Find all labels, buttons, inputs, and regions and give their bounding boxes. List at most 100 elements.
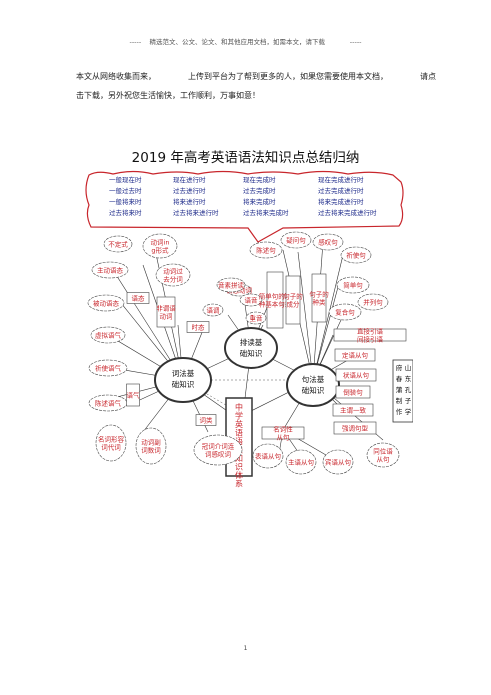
tense-banner-cloud xyxy=(85,170,404,243)
tense-cell-r1-c0: 一般过去时 xyxy=(109,186,142,195)
node-imperative-sentence-bubble xyxy=(340,246,372,264)
node-subject-clause-line0: 主语从句 xyxy=(288,458,314,467)
credit-char-5: 府 xyxy=(396,363,403,372)
node-noun-adj-pron-line1: 词代词 xyxy=(101,443,121,452)
node-tense-line0: 时态 xyxy=(192,323,206,332)
node-sentence-types-frame xyxy=(311,273,327,323)
intro-paragraph: 本文从网络收集而来， 上传到平台为了帮到更多的人，如果您需要使用本文档， 请点 … xyxy=(76,67,436,105)
hub-ju-fa-line2: 础知识 xyxy=(302,385,325,395)
node-nonfinite-frame xyxy=(156,296,176,328)
node-imperative-bubble xyxy=(88,359,128,377)
node-attributive-clause-line0: 定语从句 xyxy=(342,351,368,360)
node-five-patterns-line0: 简单句的五 xyxy=(259,292,292,301)
node-emphasis-frame xyxy=(333,421,377,435)
node-direct-indirect-line1: 间接引语 xyxy=(357,335,384,344)
tense-cell-r3-c1: 过去将来进行时 xyxy=(173,208,219,217)
node-complex-sentence-line0: 复合句 xyxy=(335,308,355,317)
tense-cell-r3-c3: 过去将来完成进行时 xyxy=(318,208,377,217)
node-exclamatory-line0: 感叹句 xyxy=(318,238,338,247)
credit-char-0: 山 xyxy=(405,363,412,372)
node-attributive-clause-frame xyxy=(334,348,376,362)
node-subjunctive-line0: 虚拟语气 xyxy=(95,331,122,340)
tense-cell-r2-c0: 一般将来时 xyxy=(109,197,142,206)
tense-cell-r1-c3: 过去完成进行时 xyxy=(318,186,364,195)
node-appositive-clause-line0: 同位语 xyxy=(373,447,393,456)
center-char-2: 英 xyxy=(235,419,243,429)
node-imperative-sentence-line0: 祈使句 xyxy=(346,251,366,260)
credit-char-7: 蒲 xyxy=(396,385,403,394)
node-ing-form-line1: g形式 xyxy=(151,246,169,255)
node-sentence-elements-line1: 成分 xyxy=(287,300,301,309)
node-phonics-line0: 音素拼读 xyxy=(218,281,245,290)
node-simple-sentence-line0: 简单句 xyxy=(343,281,363,290)
node-noun-adj-pron-bubble xyxy=(95,424,127,462)
node-sentence-types-line0: 句子的 xyxy=(309,290,329,299)
credit-char-4: 学 xyxy=(405,407,412,416)
tense-cell-r0-c1: 现在进行时 xyxy=(173,175,206,184)
node-agreement-line0: 主谓一致 xyxy=(340,406,367,415)
node-imperative-line0: 祈使语气 xyxy=(95,364,122,373)
credit-char-2: 孔 xyxy=(405,386,412,394)
center-char-6: 知 xyxy=(235,453,243,463)
tense-cell-r2-c3: 将来完成进行时 xyxy=(318,197,364,206)
hub-ju-fa xyxy=(286,363,340,407)
node-sentence-types-line1: 种类 xyxy=(313,298,327,307)
node-subject-clause-bubble xyxy=(285,449,317,475)
hub-ci-fa xyxy=(154,357,212,403)
node-art-prep-conj-bubble xyxy=(193,434,243,466)
node-declarative-bubble xyxy=(249,241,283,259)
tense-cell-r1-c2: 过去完成时 xyxy=(243,186,276,195)
hub-pai-du xyxy=(224,327,278,369)
node-noun-adj-pron-line0: 名词形容 xyxy=(98,435,125,444)
node-subjunctive-bubble xyxy=(90,326,126,344)
node-ing-form-bubble xyxy=(142,233,178,259)
node-nominal-clause-frame xyxy=(261,426,305,440)
node-nominal-clause-line0: 名词性 xyxy=(273,425,293,434)
node-infinitive-bubble xyxy=(103,235,133,253)
tense-cell-r3-c0: 过去将来时 xyxy=(109,208,142,217)
node-verb-adv-num-bubble xyxy=(135,427,167,465)
node-passive-voice-bubble xyxy=(87,294,125,312)
node-passive-voice-line0: 被动语态 xyxy=(93,299,120,308)
node-ing-form-line0: 动词in xyxy=(151,239,170,247)
credit-char-3: 子 xyxy=(405,397,412,405)
node-complex-sentence-bubble xyxy=(328,303,362,321)
header-dashes-left: ----- xyxy=(129,38,142,46)
intro-line1-b: 上传到平台为了帮到更多的人，如果您需要使用本文档， xyxy=(188,72,388,81)
node-stress-bubble xyxy=(245,311,267,325)
node-nonfinite-line1: 动词 xyxy=(160,313,173,321)
node-inversion-line0: 倒装句 xyxy=(343,388,363,397)
intro-line1-c: 请点 xyxy=(420,72,436,81)
node-voice-frame xyxy=(126,292,150,304)
node-appositive-clause-bubble xyxy=(366,442,400,468)
node-emphasis-line0: 强调句型 xyxy=(342,424,369,433)
node-active-voice-line0: 主动语态 xyxy=(97,266,124,275)
tense-cell-r2-c2: 将来完成时 xyxy=(243,197,276,206)
credit-char-9: 作 xyxy=(396,407,403,416)
node-compound-sentence-line0: 并列句 xyxy=(363,298,383,307)
node-five-patterns-line1: 种基本句型 xyxy=(259,300,292,309)
tense-cell-r0-c0: 一般现在时 xyxy=(109,175,142,184)
node-compound-sentence-bubble xyxy=(357,293,389,311)
credit-char-8: 制 xyxy=(396,396,403,405)
node-object-clause-bubble xyxy=(322,449,354,475)
center-char-0: 中 xyxy=(235,402,243,412)
tense-cell-r0-c3: 现在完成进行时 xyxy=(318,175,364,184)
grammar-mind-map: 一般现在时现在进行时现在完成时现在完成进行时一般过去时过去进行时过去完成时过去完… xyxy=(83,170,414,492)
node-direct-indirect-line0: 直接引语 xyxy=(357,327,384,336)
tense-cell-r1-c1: 过去进行时 xyxy=(173,186,206,195)
node-inversion-frame xyxy=(335,385,371,399)
hub-ci-fa-line1: 词法基 xyxy=(172,368,195,378)
node-mood-line0: 语气 xyxy=(127,391,141,400)
hub-ju-fa-line1: 句法基 xyxy=(302,374,325,384)
document-title: 2019 年高考英语语法知识点总结归纳 xyxy=(131,150,360,166)
node-nonfinite-line0: 非谓语 xyxy=(156,304,176,313)
center-char-1: 学 xyxy=(235,411,243,421)
page-header: ----- 精选范文、公文、论文、和其他应用文档，如需本文，请下载 ----- xyxy=(0,36,491,46)
hub-pai-du-line2: 础知识 xyxy=(240,348,263,358)
intro-line1-a: 本文从网络收集而来， xyxy=(76,72,156,81)
node-art-prep-conj-line1: 词感叹词 xyxy=(205,450,231,459)
center-char-8: 体 xyxy=(235,470,243,480)
node-mood-frame xyxy=(126,383,140,407)
